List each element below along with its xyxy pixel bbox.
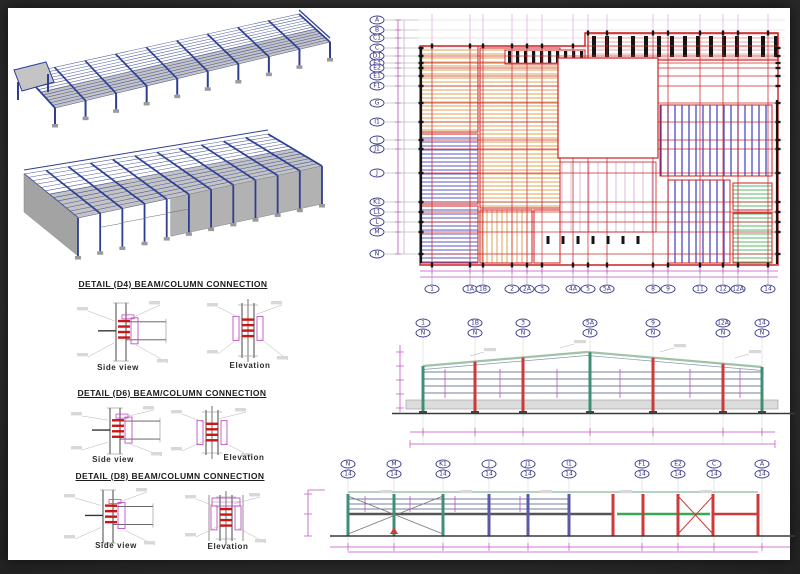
grid-bubble: 14	[481, 469, 497, 478]
grid-bubble: N	[715, 328, 731, 337]
grid-bubble: 8	[645, 284, 661, 294]
grid-bubble: I1	[369, 117, 385, 127]
grid-bubble: 14	[561, 469, 577, 478]
grid-bubble: 3	[515, 318, 531, 328]
grid-bubble: E1	[369, 71, 385, 81]
grid-bubble: N	[645, 328, 661, 337]
grid-bubble: N	[369, 249, 385, 259]
grid-bubble: 1	[424, 284, 440, 294]
grid-bubble: N	[467, 328, 483, 337]
detail-d4-elevation-caption: Elevation	[229, 361, 271, 370]
grid-bubble: 3	[534, 284, 550, 294]
grid-bubble: 1B	[475, 284, 491, 294]
grid-bubble: I	[369, 135, 385, 145]
detail-d4-sideview-caption: Side view	[97, 363, 139, 372]
detail-d4-title: DETAIL (D4) BEAM/COLUMN CONNECTION	[78, 279, 268, 289]
grid-bubble: K1	[435, 459, 451, 469]
connection-details-drawing	[64, 299, 289, 546]
grid-bubble: 14	[386, 469, 402, 478]
grid-bubble: J1	[369, 144, 385, 154]
grid-bubble: 14	[435, 469, 451, 478]
grid-bubble: M	[369, 227, 385, 237]
grid-bubble: 5A	[599, 284, 615, 294]
framing-plan-drawing	[385, 14, 785, 284]
grid-bubble: 12A	[715, 318, 731, 328]
grid-bubble: C	[706, 459, 722, 469]
grid-bubble: 5	[580, 284, 596, 294]
grid-bubble: 12A	[730, 284, 746, 294]
grid-bubble: 9	[660, 284, 676, 294]
grid-bubble: J	[369, 168, 385, 178]
grid-bubble: M	[386, 459, 402, 469]
render-3d-bottom	[23, 129, 325, 260]
grid-bubble: 14	[706, 469, 722, 478]
grid-bubble: E2	[670, 459, 686, 469]
detail-d8-sideview-caption: Side view	[95, 541, 137, 550]
detail-d6-title: DETAIL (D6) BEAM/COLUMN CONNECTION	[77, 388, 267, 398]
grid-bubble: 12	[715, 284, 731, 294]
grid-bubble: N	[515, 328, 531, 337]
grid-bubble: A	[754, 459, 770, 469]
grid-bubble: N	[415, 328, 431, 337]
grid-bubble: L	[369, 217, 385, 227]
grid-bubble: 11	[692, 284, 708, 294]
grid-bubble: G	[369, 98, 385, 108]
grid-bubble: J1	[520, 459, 536, 469]
grid-bubble: 2A	[519, 284, 535, 294]
grid-bubble: 9	[645, 318, 661, 328]
grid-bubble: K1	[369, 197, 385, 207]
end-elevation-drawing	[304, 479, 795, 553]
grid-bubble: 4A	[565, 284, 581, 294]
paper-sheet	[8, 8, 790, 560]
detail-d6-elevation-caption: Elevation	[223, 453, 265, 462]
detail-d8-elevation-caption: Elevation	[207, 542, 249, 551]
grid-bubble: N	[754, 328, 770, 337]
render-3d-top	[13, 9, 333, 128]
grid-bubble: I1	[561, 459, 577, 469]
grid-bubble: N	[340, 459, 356, 469]
grid-bubble: 2	[504, 284, 520, 294]
grid-bubble: 5A	[582, 318, 598, 328]
grid-bubble: 14	[340, 469, 356, 478]
grid-bubble: L1	[369, 207, 385, 217]
grid-bubble: 14	[754, 318, 770, 328]
grid-bubble: 14	[670, 469, 686, 478]
grid-bubble: F1	[634, 459, 650, 469]
grid-bubble: 1	[415, 318, 431, 328]
grid-bubble: 14	[754, 469, 770, 478]
grid-bubble: F1	[369, 81, 385, 91]
grid-bubble: J	[481, 459, 497, 469]
long-elevation-drawing	[392, 337, 795, 448]
grid-bubble: 1B	[467, 318, 483, 328]
grid-bubble: 14	[520, 469, 536, 478]
grid-bubble: A	[369, 15, 385, 25]
detail-d6-sideview-caption: Side view	[92, 455, 134, 464]
grid-bubble: C1	[369, 33, 385, 43]
grid-bubble: 14	[760, 284, 776, 294]
grid-bubble: 14	[634, 469, 650, 478]
grid-bubble: N	[582, 328, 598, 337]
detail-d8-title: DETAIL (D8) BEAM/COLUMN CONNECTION	[75, 471, 265, 481]
